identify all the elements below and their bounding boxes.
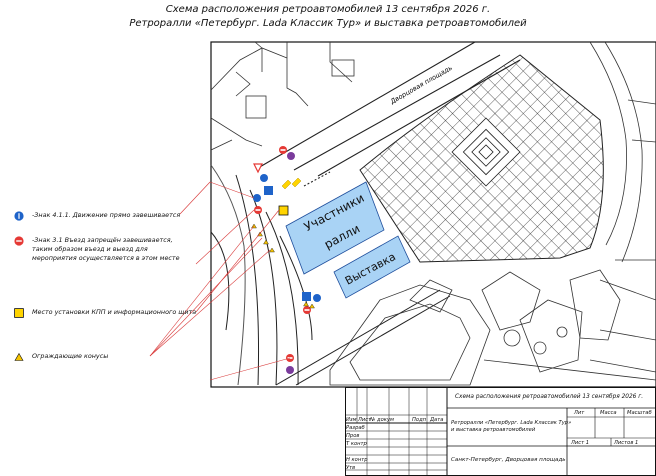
stamp-description-2: и выставка ретроавтомобилей [451,427,536,433]
stamp-scale: Масштаб [627,410,652,416]
title-block: Схема расположения ретроавтомобилей 13 с… [345,387,656,476]
direction-arrows [281,177,302,190]
checkpoint-square-icon [14,308,24,318]
traffic-cones [251,223,315,309]
legend-text: таким образом въезд и выезд для [32,245,148,253]
stamp-row-tkontr: Т контр [346,441,367,447]
buildings-right [589,41,656,301]
stamp-col-doc: № докум [370,417,394,423]
stamp-location: Санкт-Петербург, Дворцовая площадь [451,457,566,463]
stamp-lit: Лит [574,410,585,416]
stamp-row-razrab: Разраб [346,425,365,431]
checkpoint-marker [278,205,289,216]
lower-street [275,289,451,386]
annotation-lines [149,181,291,381]
stamp-sheets: Листов 1 [614,440,639,446]
road-signs [253,146,321,374]
stamp-col-date: Дата [430,417,444,423]
buildings-bottom [329,269,656,386]
legend-item-cones: Ограждающие конусы [14,352,108,362]
palace-square [359,54,604,263]
stamp-title: Схема расположения ретроавтомобилей 13 с… [455,394,644,400]
page-subtitle: Ретроралли «Петербург. Lada Классик Тур»… [129,18,527,29]
legend-text: Место установки КПП и информационного щи… [32,308,197,316]
stamp-row-prov: Пров [346,433,360,439]
legend-item-straight: -Знак 4.1.1. Движение прямо завешивается [14,211,180,221]
stamp-col-sign: Подп [412,417,427,423]
legend-item-no-entry: -Знак 3.1 Въезд запрещён завешивается, т… [14,236,180,263]
legend-text: Ограждающие конусы [32,352,109,360]
stamp-row-nkontr: Н контр [346,457,368,463]
stamp-row-utv: Утв [346,465,356,471]
stamp-description-1: Ретроралли «Петербург. Lada Классик Тур» [451,420,572,426]
no-entry-sign-icon [14,236,24,246]
stamp-sheet: Лист 1 [571,440,590,446]
legend-text: -Знак 4.1.1. Движение прямо завешивается [32,211,181,219]
buildings-top [210,41,355,151]
stamp-mass: Масса [600,410,617,416]
legend-text: -Знак 3.1 Въезд запрещён завешивается, [32,236,173,244]
main-road [257,41,521,187]
legend-text: мероприятия осуществляется в этом месте [32,254,180,262]
straight-prohibited-sign-icon [14,211,24,221]
stamp-col-list: Лист [358,417,372,423]
legend-item-checkpoint: Место установки КПП и информационного щи… [14,308,196,318]
page-title: Схема расположения ретроавтомобилей 13 с… [165,4,491,15]
stamp-col-izm: Изм [346,417,357,423]
traffic-cone-icon [14,352,24,361]
